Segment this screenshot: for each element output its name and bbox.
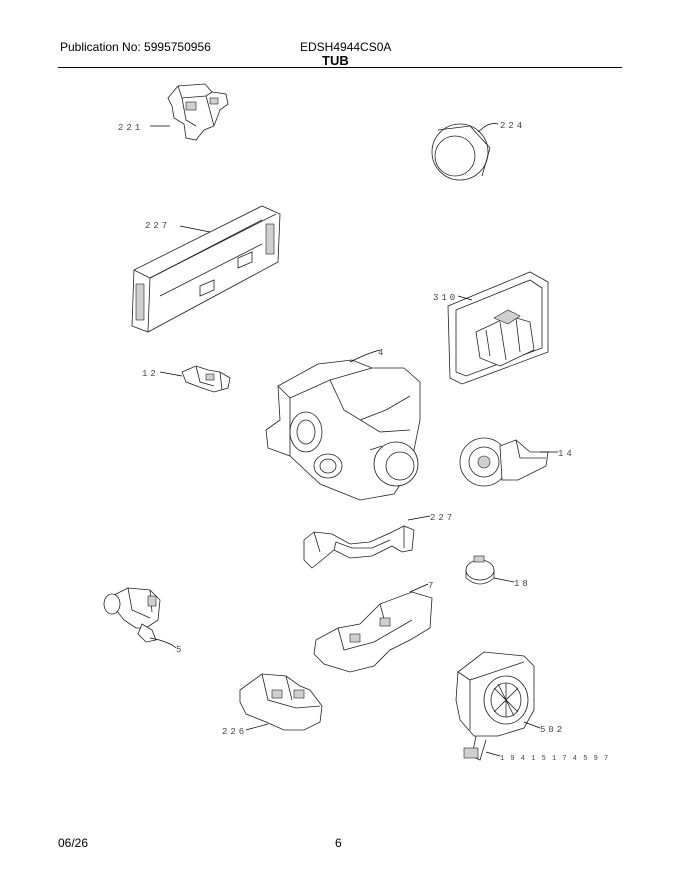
- callout-4: 4: [378, 348, 386, 358]
- part-base[interactable]: 7: [313, 581, 436, 673]
- part-small-clip[interactable]: 12: [142, 365, 231, 393]
- callout-blower-sub: 1 9 4 1 5 1 7 4 5 9 7: [500, 755, 609, 763]
- publication-number: Publication No: 5995750956: [60, 40, 211, 54]
- callout-227-bracket: 227: [430, 513, 455, 523]
- part-panel-right[interactable]: 310: [433, 271, 549, 385]
- callout-12: 12: [142, 369, 159, 379]
- model-number: EDSH4944CS0A: [300, 40, 392, 54]
- part-ring[interactable]: 224: [431, 121, 525, 181]
- header-rule: [58, 67, 622, 68]
- part-blower[interactable]: 502 1 9 4 1 5 1 7 4 5 9 7: [455, 651, 609, 763]
- part-lower-assy[interactable]: 226: [222, 673, 323, 737]
- part-thermo[interactable]: 18: [465, 555, 531, 589]
- callout-227-top: 227: [145, 221, 170, 231]
- callout-502: 502: [540, 725, 565, 735]
- callout-14: 14: [558, 449, 575, 459]
- part-valve[interactable]: 5: [103, 587, 184, 655]
- part-sensor-top[interactable]: 221: [118, 83, 229, 141]
- callout-5: 5: [176, 645, 184, 655]
- section-title: TUB: [322, 53, 349, 68]
- footer-page-number: 6: [335, 836, 342, 850]
- callout-18: 18: [514, 579, 531, 589]
- part-pump[interactable]: 14: [459, 437, 575, 487]
- callout-221: 221: [118, 123, 143, 133]
- part-sump[interactable]: 4: [265, 348, 421, 501]
- part-bracket[interactable]: 227: [303, 513, 455, 569]
- callout-226: 226: [222, 727, 247, 737]
- footer-date: 06/26: [58, 836, 89, 850]
- callout-310: 310: [433, 293, 458, 303]
- part-control-module[interactable]: 227: [131, 205, 281, 333]
- callout-224: 224: [500, 121, 525, 131]
- callout-7: 7: [428, 581, 436, 591]
